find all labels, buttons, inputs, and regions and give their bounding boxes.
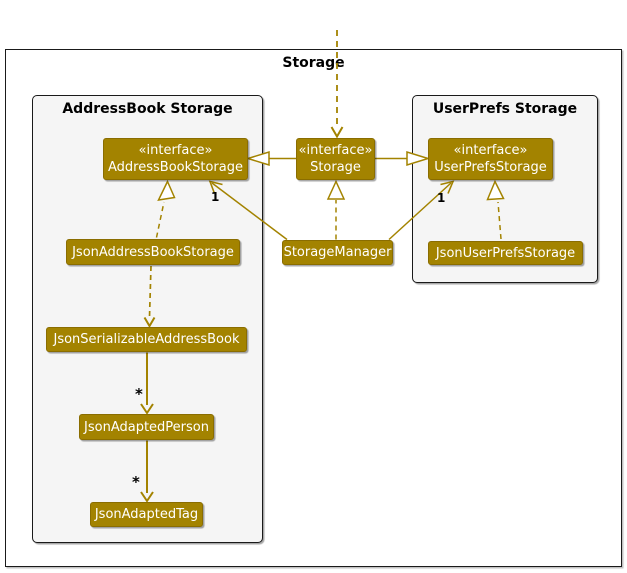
frame-storage-title: Storage: [282, 55, 345, 71]
frame-addressbook-storage-title: AddressBook Storage: [62, 101, 233, 117]
node-storagemanager: StorageManager: [282, 240, 393, 265]
node-jsonuserprefsstorage: JsonUserPrefsStorage: [428, 241, 583, 265]
class-name: Storage: [310, 160, 361, 175]
class-name: JsonAdaptedPerson: [84, 419, 209, 435]
node-jsonadaptedtag: JsonAdaptedTag: [90, 502, 203, 527]
frame-userprefs-storage-title: UserPrefs Storage: [432, 101, 578, 117]
node-interface-addressbookstorage: «interface» AddressBookStorage: [103, 138, 248, 180]
class-name: StorageManager: [283, 245, 392, 260]
node-interface-userprefsstorage: «interface» UserPrefsStorage: [428, 138, 553, 180]
node-jsonaddressbookstorage: JsonAddressBookStorage: [66, 239, 240, 265]
multiplicity-label-addressbookstorage: 1: [211, 190, 220, 204]
class-name: JsonUserPrefsStorage: [435, 245, 576, 261]
class-name: JsonSerializableAddressBook: [53, 332, 240, 347]
stereotype-label: «interface»: [138, 143, 213, 158]
node-jsonserializableaddressbook: JsonSerializableAddressBook: [46, 327, 247, 352]
multiplicity-label-jsonadaptedtag: *: [132, 473, 140, 491]
stereotype-label: «interface»: [298, 143, 373, 158]
stereotype-label: «interface»: [453, 143, 528, 158]
multiplicity-label-jsonadaptedperson: *: [135, 385, 143, 403]
class-name: JsonAddressBookStorage: [72, 244, 234, 260]
class-name: UserPrefsStorage: [434, 160, 547, 175]
class-name: JsonAdaptedTag: [94, 507, 199, 522]
node-interface-storage: «interface» Storage: [296, 138, 375, 180]
multiplicity-label-userprefsstorage: 1: [437, 191, 446, 205]
class-name: AddressBookStorage: [108, 160, 243, 175]
node-jsonadaptedperson: JsonAdaptedPerson: [79, 414, 214, 440]
